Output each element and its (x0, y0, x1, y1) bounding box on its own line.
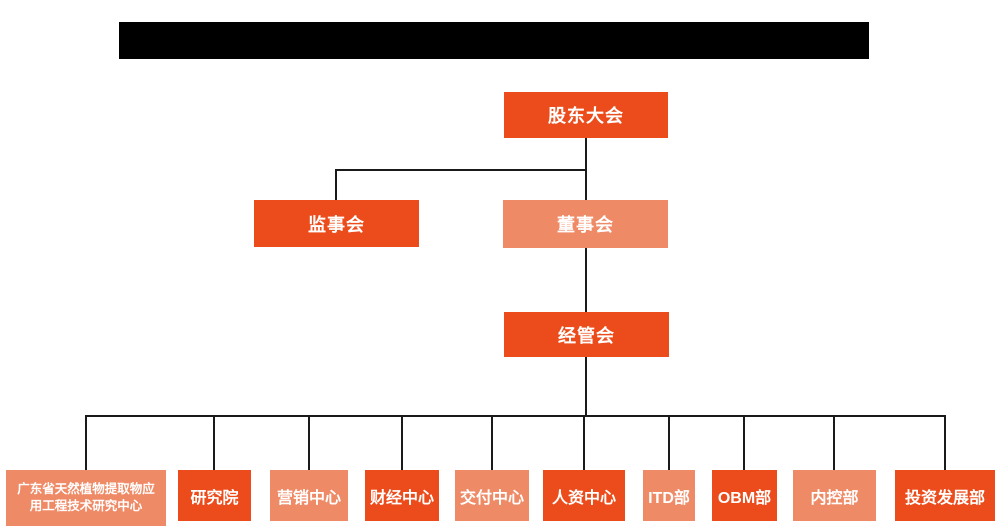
dept-node-hr-center: 人资中心 (543, 470, 625, 521)
node-label: OBM部 (717, 489, 772, 507)
node-label: 董事会 (557, 215, 614, 235)
connector-drop-research-institute (213, 415, 215, 470)
node-label: 交付中心 (459, 489, 524, 507)
dept-node-investment-development: 投资发展部 (895, 470, 995, 521)
dept-node-delivery-center: 交付中心 (455, 470, 529, 521)
node-label: 研究院 (190, 489, 239, 507)
connector-supervisory-drop (335, 169, 337, 200)
connector-drop-delivery-center (491, 415, 493, 470)
connector-drop-obm (743, 415, 745, 470)
node-label: 营销中心 (276, 489, 341, 507)
dept-node-research-institute: 研究院 (178, 470, 251, 521)
connector-drop-internal-control (833, 415, 835, 470)
node-label: ITD部 (648, 489, 690, 507)
node-supervisory-board: 监事会 (254, 200, 419, 247)
node-label: 监事会 (308, 214, 365, 235)
connector-drop-finance-center (401, 415, 403, 470)
node-label: 股东大会 (548, 106, 624, 126)
connector-drop-marketing-center (308, 415, 310, 470)
title-redacted-bar (119, 22, 869, 59)
dept-node-marketing-center: 营销中心 (270, 470, 348, 521)
node-management-committee: 经管会 (504, 312, 669, 357)
node-shareholders-meeting: 股东大会 (504, 92, 668, 138)
node-label: 人资中心 (551, 489, 616, 507)
node-label: 广东省天然植物提取物应 用工程技术研究中心 (17, 481, 155, 515)
node-label: 经管会 (558, 325, 615, 346)
connector-board-to-management (585, 248, 587, 312)
connector-drop-investment-development (944, 415, 946, 470)
dept-node-internal-control: 内控部 (793, 470, 876, 521)
connector-tier2-branch (335, 169, 587, 171)
connector-drop-hr-center (583, 415, 585, 470)
node-label: 内控部 (810, 489, 859, 507)
connector-drop-itd (668, 415, 670, 470)
node-board-of-directors: 董事会 (503, 200, 668, 248)
dept-node-finance-center: 财经中心 (365, 470, 439, 521)
dept-node-research-center: 广东省天然植物提取物应 用工程技术研究中心 (6, 470, 166, 526)
node-label-line1: 广东省天然植物提取物应 (17, 482, 155, 497)
node-label: 投资发展部 (904, 489, 985, 507)
connector-management-stem (585, 357, 587, 416)
dept-node-obm: OBM部 (712, 470, 777, 521)
node-label-line2: 用工程技术研究中心 (29, 499, 143, 513)
connector-drop-research-center (85, 415, 87, 470)
dept-node-itd: ITD部 (643, 470, 695, 521)
connector-departments-branch (85, 415, 946, 417)
node-label: 财经中心 (369, 489, 434, 507)
